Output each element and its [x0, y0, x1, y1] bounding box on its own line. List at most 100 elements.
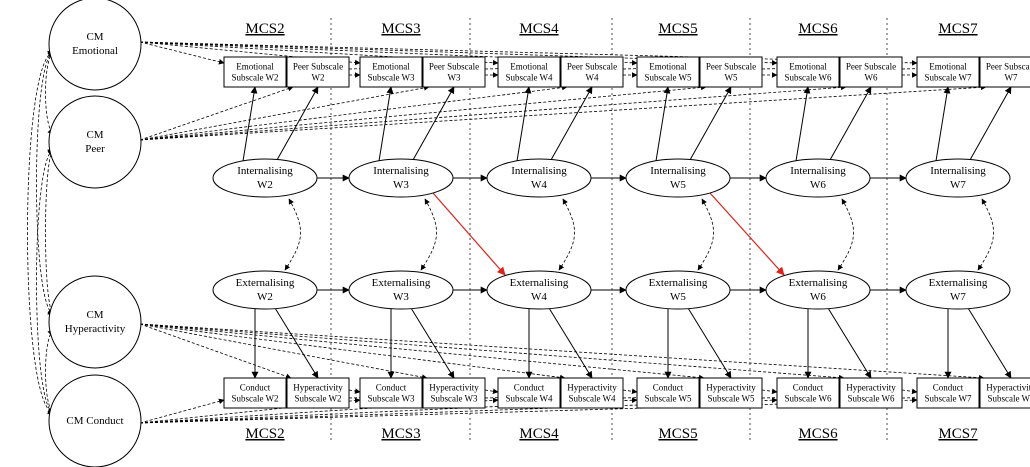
- latent-ellipse: [348, 158, 454, 198]
- hyperactivity-subscale-box-label: Subscale W3: [430, 394, 478, 404]
- wave-label-bottom: MCS6: [798, 426, 838, 442]
- indicator-box: [979, 377, 1030, 409]
- cm-emotional-node: CM Emotional: [48, 0, 142, 91]
- emotional-subscale-box-label: Subscale W6: [784, 73, 832, 83]
- indicator-box: [839, 56, 903, 88]
- internalising-label: W2: [257, 179, 273, 191]
- peer-subscale-box-label: W2: [312, 73, 325, 83]
- significant-cross-lagged-path: [709, 192, 785, 276]
- conduct-residual-path: [901, 388, 918, 395]
- conduct-subscale-box-label: Subscale W4: [505, 394, 553, 404]
- wave-label-top: MCS3: [381, 21, 420, 37]
- indicator-box: [286, 377, 350, 409]
- wave-label-bottom: MCS4: [519, 426, 559, 442]
- wave-label-top: MCS4: [519, 21, 559, 37]
- emotional-subscale-box-label: Subscale W4: [505, 73, 553, 83]
- cm-hyperactivity-label: Hyperactivity: [65, 323, 126, 335]
- cm-circle: [48, 275, 142, 369]
- wave-label-top: MCS5: [658, 21, 697, 37]
- cm-correlation: [45, 329, 54, 414]
- cm-emotional-path: [139, 41, 361, 66]
- internalising-loading-emotional: [516, 86, 532, 162]
- cm-peer-path: [139, 85, 430, 141]
- latent-ellipse: [212, 158, 318, 198]
- cm-emotional-label: CM: [86, 31, 103, 43]
- externalising-label: W6: [810, 291, 826, 303]
- emotional-subscale-box-label: Emotional: [789, 62, 827, 72]
- cm-conduct-label: CM Conduct: [66, 415, 123, 427]
- indicator-box: [359, 56, 423, 88]
- internalising-label: W4: [531, 179, 547, 191]
- conduct-subscale-box-label: Conduct: [933, 383, 964, 393]
- latent-ellipse: [765, 158, 871, 198]
- latent-ellipse: [765, 270, 871, 310]
- emotional-subscale-box-label: Emotional: [236, 62, 274, 72]
- indicator-box: [636, 56, 700, 88]
- cm-hyperactivity-path: [139, 323, 985, 381]
- wave-label-top: MCS6: [798, 21, 838, 37]
- cm-emotional-label: Emotional: [72, 45, 118, 57]
- internalising-loading-emotional: [935, 86, 951, 162]
- externalising-label: W3: [393, 291, 409, 303]
- conduct-subscale-box-label: Subscale W6: [784, 394, 832, 404]
- cm-circle: [48, 95, 142, 189]
- hyperactivity-subscale-box-label: Subscale W4: [568, 394, 616, 404]
- externalising-label: Externalising: [236, 277, 295, 289]
- latent-ellipse: [486, 270, 592, 310]
- internalising-label: Internalising: [237, 165, 293, 177]
- peer-subscale-box-label: W4: [586, 73, 599, 83]
- hyperactivity-subscale-box-label: Hyperactivity: [986, 383, 1030, 393]
- emotional-subscale-box-label: Emotional: [510, 62, 548, 72]
- hyperactivity-subscale-box-label: Subscale W5: [707, 394, 755, 404]
- cm-conduct-path: [139, 398, 225, 424]
- internalising-loading-peer: [550, 86, 593, 161]
- externalising-loading-hyperactivity: [410, 307, 455, 379]
- hyperactivity-subscale-box-label: Subscale W2: [294, 394, 341, 404]
- indicator-box: [699, 56, 763, 88]
- latent-ellipse: [905, 158, 1011, 198]
- internalising-loading-emotional: [795, 86, 811, 162]
- cm-correlation: [36, 51, 54, 315]
- indicator-box: [839, 377, 903, 409]
- indicator-box: [636, 377, 700, 409]
- peer-subscale-box-label: Peer Subscale: [986, 62, 1030, 72]
- wave-label-bottom: MCS2: [245, 426, 284, 442]
- latent-ellipse: [625, 270, 731, 310]
- indicator-box: [422, 377, 486, 409]
- within-wave-covariance: [977, 198, 994, 271]
- internalising-loading-peer: [276, 86, 319, 161]
- peer-subscale-box-label: Peer Subscale: [706, 62, 756, 72]
- emotional-subscale-box-label: Subscale W3: [367, 73, 415, 83]
- cm-peer-label: Peer: [85, 143, 105, 155]
- peer-residual-path: [622, 64, 701, 70]
- cm-circle: [48, 374, 142, 467]
- cm-peer-path: [139, 84, 568, 141]
- cm-circle: [48, 0, 142, 91]
- cm-hyperactivity-path: [139, 323, 428, 380]
- internalising-label: Internalising: [650, 165, 706, 177]
- conduct-subscale-box-label: Subscale W7: [924, 394, 972, 404]
- externalising-label: Externalising: [789, 277, 848, 289]
- externalising-label: Externalising: [372, 277, 431, 289]
- indicator-box: [916, 56, 980, 88]
- externalising-loading-hyperactivity: [687, 307, 732, 379]
- cm-hyperactivity-path: [139, 323, 566, 381]
- cm-hyperactivity-label: CM: [86, 309, 103, 321]
- conduct-subscale-box-label: Conduct: [793, 383, 824, 393]
